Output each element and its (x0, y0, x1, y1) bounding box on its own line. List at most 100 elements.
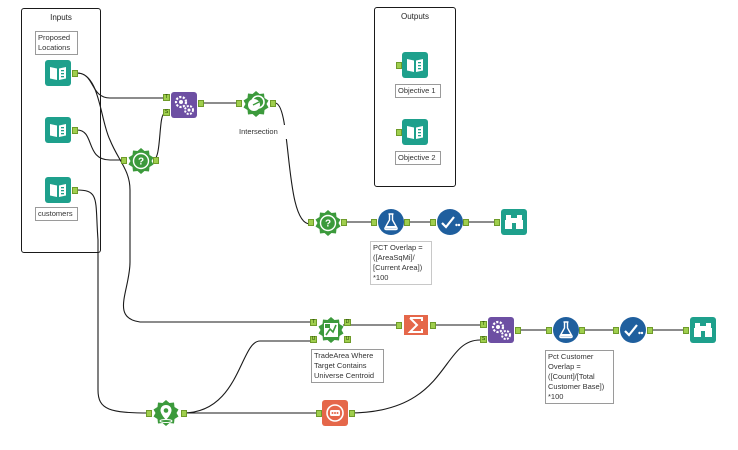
input-port[interactable] (613, 327, 619, 334)
output-port[interactable] (404, 219, 410, 226)
annotation-trade-area: TradeArea Where Target Contains Universe… (311, 349, 384, 383)
input-port[interactable] (316, 410, 322, 417)
input-data-tool-customers[interactable] (44, 176, 72, 204)
annotation-objective-2: Objective 2 (395, 151, 441, 165)
count-records-tool[interactable] (321, 399, 349, 427)
output-port[interactable] (647, 327, 653, 334)
annotation-line: Objective 1 (398, 86, 436, 95)
output-port[interactable] (579, 327, 585, 334)
annotation-line: [Current Area]) (373, 263, 423, 272)
target-port[interactable]: T (310, 319, 317, 326)
spatial-match-tool-1[interactable]: ? (127, 147, 155, 175)
output-port[interactable] (181, 410, 187, 417)
annotation-intersection: Intersection (236, 125, 287, 139)
output-port[interactable] (72, 187, 78, 194)
output-port[interactable] (463, 219, 469, 226)
trade-area-icon (318, 317, 344, 343)
annotation-line: ([AreaSqMi]/ (373, 253, 415, 262)
formula-tool-1[interactable] (377, 208, 405, 236)
select-tool-1[interactable] (436, 208, 464, 236)
annotation-line: PCT Overlap = (373, 243, 423, 252)
annotation-line: Target Contains (314, 361, 367, 370)
output-port[interactable] (270, 100, 276, 107)
output-port[interactable] (515, 327, 521, 334)
output-port[interactable] (349, 410, 355, 417)
input-port[interactable] (494, 219, 500, 226)
input-data-tool-2[interactable] (44, 116, 72, 144)
annotation-line: ([Count]/[Total (548, 372, 595, 381)
outputs-container[interactable]: Outputs (374, 7, 456, 187)
target-port[interactable]: T (480, 321, 487, 328)
d-output-port[interactable]: D (344, 319, 351, 326)
trade-area-tool[interactable] (317, 316, 345, 344)
output-port[interactable] (198, 100, 204, 107)
select-tool-2[interactable] (619, 316, 647, 344)
input-data-book-icon (45, 117, 71, 143)
annotation-pct-customer: Pct Customer Overlap = ([Count]/[Total C… (545, 350, 614, 404)
input-port[interactable] (396, 322, 402, 329)
annotation-line: Intersection (239, 127, 278, 136)
input-data-tool-proposed[interactable] (44, 59, 72, 87)
annotation-line: Customer Base]) (548, 382, 605, 391)
spatial-process-tool[interactable] (242, 90, 270, 118)
input-port[interactable] (396, 62, 402, 69)
universe-output-port[interactable]: U (344, 336, 351, 343)
annotation-pct-overlap: PCT Overlap = ([AreaSqMi]/ [Current Area… (370, 241, 432, 285)
output-port[interactable] (341, 219, 347, 226)
summarize-sigma-icon (404, 315, 428, 335)
input-port[interactable] (430, 219, 436, 226)
source-port[interactable]: S (163, 109, 170, 116)
browse-tool-1[interactable] (500, 208, 528, 236)
annotation-line: *100 (548, 392, 564, 401)
output-data-book-icon (402, 119, 428, 145)
annotation-line: TradeArea Where (314, 351, 374, 360)
spatial-match-question-icon: ? (315, 210, 341, 236)
annotation-line: Locations (38, 43, 71, 52)
select-check-icon (620, 317, 646, 343)
browse-binoculars-icon (501, 209, 527, 235)
source-port[interactable]: S (480, 336, 487, 343)
input-port[interactable] (236, 100, 242, 107)
connector (348, 339, 481, 414)
formula-tool-2[interactable] (552, 316, 580, 344)
output-port[interactable] (153, 157, 159, 164)
annotation-line: customers (38, 209, 73, 218)
append-fields-tool-1[interactable] (170, 91, 198, 119)
input-port[interactable] (546, 327, 552, 334)
browse-binoculars-icon (690, 317, 716, 343)
spatial-match-question-icon: ? (128, 148, 154, 174)
output-data-tool-2[interactable] (401, 118, 429, 146)
input-port[interactable] (121, 157, 127, 164)
input-port[interactable] (396, 129, 402, 136)
connector (76, 72, 310, 323)
output-port[interactable] (72, 70, 78, 77)
formula-flask-icon (553, 317, 579, 343)
join-summarize-red-icon (322, 400, 348, 426)
annotation-proposed-locations: Proposed Locations (35, 31, 78, 55)
annotation-objective-1: Objective 1 (395, 84, 441, 98)
append-fields-tool-2[interactable] (487, 316, 515, 344)
spatial-process-icon (243, 91, 269, 117)
connector (76, 189, 151, 414)
inputs-container-title: Inputs (50, 13, 72, 22)
input-port[interactable] (308, 219, 314, 226)
svg-text:?: ? (138, 157, 144, 168)
spatial-match-tool-2[interactable]: ? (314, 209, 342, 237)
annotation-line: Overlap = (548, 362, 581, 371)
inputs-container[interactable]: Inputs (21, 8, 101, 253)
svg-text:?: ? (325, 219, 331, 230)
summarize-tool[interactable] (402, 310, 430, 338)
input-port[interactable] (371, 219, 377, 226)
input-port[interactable] (146, 410, 152, 417)
output-port[interactable] (72, 127, 78, 134)
universe-port[interactable]: U (310, 336, 317, 343)
browse-tool-2[interactable] (689, 316, 717, 344)
output-data-tool-1[interactable] (401, 51, 429, 79)
create-points-tool[interactable] (152, 399, 180, 427)
input-port[interactable] (683, 327, 689, 334)
annotation-line: Objective 2 (398, 153, 436, 162)
target-port[interactable]: T (163, 94, 170, 101)
output-port[interactable] (430, 322, 436, 329)
annotation-line: *100 (373, 273, 389, 282)
